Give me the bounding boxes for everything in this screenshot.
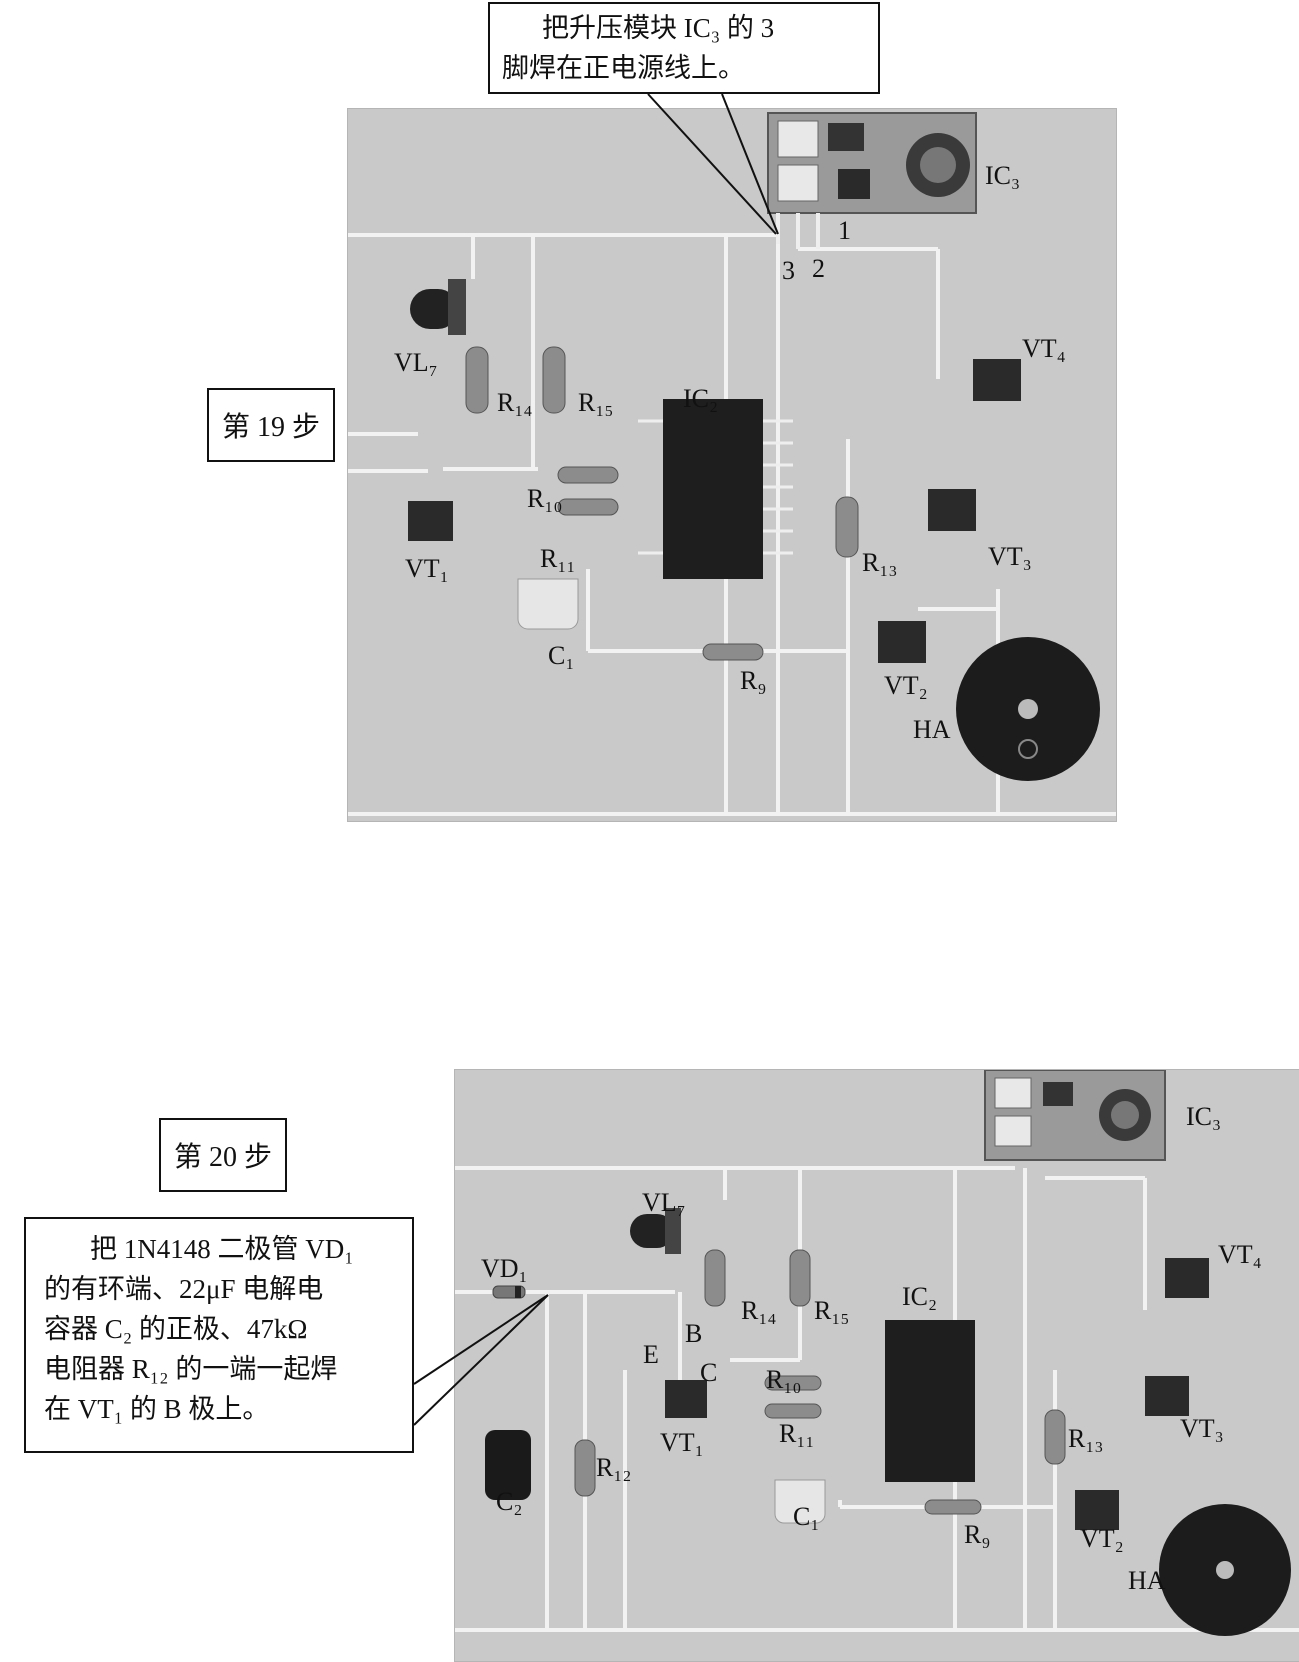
step19-vt2-label: VT₂ (884, 671, 928, 700)
step20-note-line5: 在 VT₁ 的 B 极上。 (44, 1394, 270, 1424)
step20-note-line4: 电阻器 R₁₂ 的一端一起焊 (44, 1354, 338, 1384)
step20-vd1-diode (492, 1285, 526, 1299)
step19-pin1-label: 1 (838, 216, 851, 245)
step20-r13-label: R₁₃ (1068, 1424, 1104, 1453)
step20-note-line1: 把 1N4148 二极管 VD₁ (90, 1234, 354, 1264)
step19-c1-label: C₁ (548, 641, 575, 670)
step20-ic2-label: IC₂ (902, 1282, 938, 1311)
step19-r9-label: R₉ (740, 666, 767, 695)
step19-r14-label: R₁₄ (497, 388, 533, 417)
step19-ic2-label: IC₂ (683, 384, 719, 413)
step20-r9-label: R₉ (964, 1520, 991, 1549)
step19-pin2-label: 2 (812, 254, 825, 283)
resistors (465, 346, 859, 661)
step20-circuit-drawing (455, 1070, 1299, 1636)
step19-note-line2: 脚焊在正电源线上。 (502, 53, 745, 83)
step20-c-label: C (700, 1358, 718, 1387)
step20-r10-label: R₁₀ (766, 1365, 802, 1394)
step19-step-label: 第 19 步 (221, 412, 320, 443)
step20-vt3-label: VT₃ (1180, 1414, 1224, 1443)
step20-r11-label: R₁₁ (779, 1419, 815, 1448)
step20-e-label: E (643, 1340, 659, 1369)
step20-vd1-label: VD₁ (481, 1254, 528, 1283)
step20-c2-capacitor (485, 1430, 531, 1500)
ic2-chip (638, 399, 793, 579)
step20-note-box: 把 1N4148 二极管 VD₁ 的有环端、22μF 电解电 容器 C₂ 的正极… (24, 1217, 414, 1453)
step19-vl7-label: VL₇ (394, 348, 438, 377)
step20-transistors (665, 1258, 1209, 1530)
step20-step-box: 第 20 步 (159, 1118, 287, 1192)
step19-r13-label: R₁₃ (862, 548, 898, 577)
step19-r10-label: R₁₀ (527, 484, 563, 513)
c1-capacitor (517, 578, 579, 630)
step20-ha-label: HA (1128, 1566, 1166, 1595)
step20-ic3-label: IC₃ (1186, 1102, 1222, 1131)
step19-photo (347, 108, 1117, 822)
step20-c1-label: C₁ (793, 1502, 820, 1531)
step20-ha-buzzer (1159, 1504, 1291, 1636)
step20-resistors (574, 1249, 1066, 1515)
step20-vl7-led (630, 1208, 681, 1254)
step20-vl7-label: VL₇ (642, 1188, 686, 1217)
step19-r15-label: R₁₅ (578, 388, 614, 417)
step19-note-box: 把升压模块 IC₃ 的 3 脚焊在正电源线上。 (488, 2, 880, 94)
step20-note-line2: 的有环端、22μF 电解电 (44, 1274, 324, 1304)
step20-vt4-label: VT₄ (1218, 1240, 1262, 1269)
step19-note-line1: 把升压模块 IC₃ 的 3 (542, 13, 775, 43)
step19-ic3-label: IC₃ (985, 161, 1021, 190)
vl7-led (410, 279, 466, 335)
step20-c1-capacitor (774, 1479, 826, 1524)
step20-c2-label: C₂ (496, 1487, 523, 1516)
step19-ha-label: HA (913, 715, 951, 744)
step19-r11-label: R₁₁ (540, 544, 576, 573)
step19-vt1-label: VT₁ (405, 554, 449, 583)
step19-vt4-label: VT₄ (1022, 334, 1066, 363)
ha-buzzer (956, 637, 1100, 781)
step20-b-label: B (685, 1319, 703, 1348)
step19-circuit-drawing (348, 112, 1116, 816)
step20-vt1-label: VT₁ (660, 1428, 704, 1457)
step20-note-line3: 容器 C₂ 的正极、47kΩ (44, 1314, 308, 1344)
step20-r14-label: R₁₄ (741, 1296, 777, 1325)
step20-step-label: 第 20 步 (173, 1142, 272, 1173)
step19-step-box: 第 19 步 (207, 388, 335, 462)
step20-ic3-module (984, 1070, 1166, 1161)
transistors (408, 359, 1021, 663)
step20-r12-label: R₁₂ (596, 1453, 632, 1482)
step19-pin3-label: 3 (782, 256, 795, 285)
step20-ic2-chip (885, 1320, 975, 1482)
step20-vt2-label: VT₂ (1080, 1524, 1124, 1553)
step19-vt3-label: VT₃ (988, 542, 1032, 571)
ic3-module (767, 112, 977, 249)
step20-photo (454, 1069, 1299, 1662)
step20-r15-label: R₁₅ (814, 1296, 850, 1325)
